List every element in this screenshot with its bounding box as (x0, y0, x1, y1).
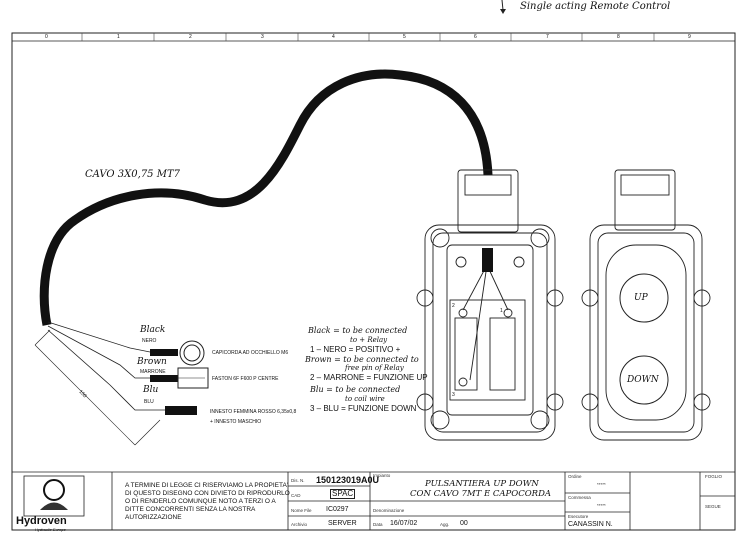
label: CAD (291, 493, 301, 498)
label: FOGLIO (705, 474, 723, 479)
terminal-ring (150, 349, 178, 356)
terminal-label: INNESTO FEMMINA ROSSO 6,35x0,8 (210, 409, 297, 415)
cable (39, 69, 493, 326)
terminal-number: 3 (452, 392, 455, 398)
grid-col: 4 (332, 34, 335, 40)
annotation-top: Single acting Remote Control (520, 1, 671, 12)
legal-line: DITTE CONCORRENTI SENZA LA NOSTRA (125, 506, 256, 513)
title-block (12, 471, 735, 530)
grid-col: 5 (403, 34, 406, 40)
label: Esecutore (568, 514, 589, 519)
drawing-number: 150123019A0U (316, 475, 380, 485)
grid-col: 8 (617, 34, 620, 40)
wires (47, 321, 165, 411)
wire-handwritten: Black (140, 325, 166, 335)
hydroven-logo-icon (40, 479, 68, 510)
company-sub: Hydraulic Europe (35, 527, 66, 532)
wire-handwritten: Brown (137, 357, 167, 367)
grid-col: 9 (688, 34, 691, 40)
down-button[interactable] (619, 355, 669, 405)
legal-line: DI QUESTO DISEGNO CON DIVIETO DI RIPRODU… (125, 490, 290, 497)
order: ***** (597, 482, 606, 487)
terminal-faston (150, 375, 178, 382)
grid-col: 6 (474, 34, 477, 40)
label: Impianto (373, 473, 391, 478)
wire-label: BLU (144, 399, 154, 405)
note-handwritten: Blu = to be connected (310, 385, 401, 394)
note-handwritten: free pin of Relay (345, 364, 404, 372)
down-button-label: DOWN (627, 375, 659, 385)
up-button-label: UP (634, 293, 648, 303)
terminal-label: + INNESTO MASCHIO (210, 419, 262, 425)
terminal-label: CAPICORDA AD OCCHIELLO M6 (212, 350, 289, 356)
terminal-number: 1 (500, 308, 503, 314)
label: Denominazione (373, 508, 405, 513)
terminal-spade (165, 406, 197, 415)
note-handwritten: Brown = to be connected to (305, 355, 419, 364)
date: 16/07/02 (390, 520, 418, 527)
grid-col: 1 (117, 34, 120, 40)
label: Archivio (291, 522, 308, 527)
cable-label: CAVO 3X0,75 MT7 (85, 169, 180, 180)
wire-handwritten: Blu (143, 385, 159, 395)
wire-label: NERO (142, 338, 157, 344)
job: ***** (597, 503, 606, 508)
grid-col: 2 (189, 34, 192, 40)
enclosure-closed (581, 169, 711, 441)
note-handwritten: Black = to be connected (308, 326, 408, 335)
label: Commessa (568, 495, 591, 500)
drawing-title: PULSANTIERA UP DOWN (425, 479, 539, 489)
arrow-icon (500, 0, 506, 14)
enclosure-open (416, 169, 564, 441)
label: Ordine (568, 474, 582, 479)
drawing-frame (11, 32, 736, 531)
label: Dis. N. (291, 478, 305, 483)
grid-col: 3 (261, 34, 264, 40)
legal-line: A TERMINE DI LEGGE CI RISERVIAMO LA PROP… (125, 482, 289, 489)
wire-label: MARRONE (140, 369, 166, 375)
label: Nome File (291, 508, 312, 513)
legal-line: O DI RENDERLO COMUNQUE NOTO A TERZI O A (125, 498, 276, 505)
archive: SERVER (328, 520, 357, 527)
executor: CANASSIN N. (568, 521, 613, 528)
note-legend: 3 – BLU = FUNZIONE DOWN (310, 404, 417, 413)
cad-value: SPAC (330, 489, 356, 499)
company-name: Hydroven (16, 515, 67, 527)
grid-col: 7 (546, 34, 549, 40)
note-legend: 1 – NERO = POSITIVO + (310, 345, 401, 354)
terminal-number: 2 (452, 303, 455, 309)
revision: 00 (460, 520, 468, 527)
up-button[interactable] (619, 273, 669, 323)
grid-col: 0 (45, 34, 48, 40)
note-handwritten: to coil wire (345, 395, 385, 403)
note-handwritten: to + Relay (350, 336, 388, 344)
terminal-label: FASTON 6F F600 P CENTRE (212, 376, 279, 382)
label: Data (373, 522, 383, 527)
file-name: IC0297 (326, 506, 349, 513)
label: Agg. (440, 522, 450, 527)
dimension-line (34, 329, 161, 446)
label: SEGUE (705, 504, 721, 509)
legal-line: AUTORIZZAZIONE (125, 514, 182, 521)
note-legend: 2 – MARRONE = FUNZIONE UP (310, 373, 428, 382)
drawing-title: CON CAVO 7MT E CAPOCORDA (410, 489, 552, 499)
